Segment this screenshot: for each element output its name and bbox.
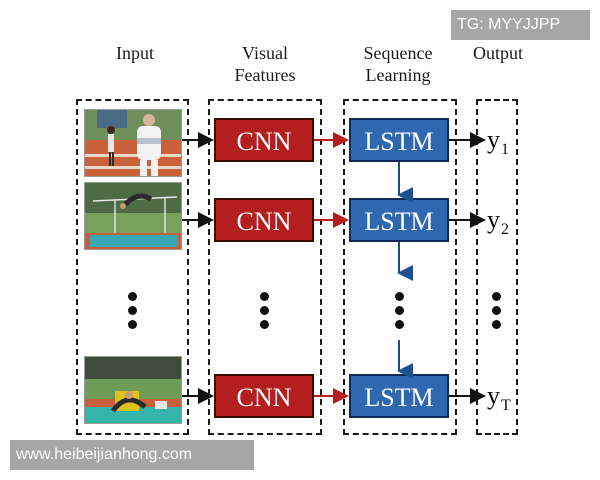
cnn-ellipsis-dots <box>260 292 270 334</box>
sequence-learning-column-heading: Sequence Learning <box>363 43 433 85</box>
visual-features-group-box <box>208 99 322 435</box>
watermark-bottom-left: www.heibeijianhong.com <box>10 440 254 470</box>
watermark-top-right: TG: MYYJJPP <box>451 10 590 40</box>
video-frame-2 <box>84 182 182 250</box>
lstm-block-T: LSTM <box>349 374 449 418</box>
output-ellipsis-dots <box>492 292 502 334</box>
output-group-box <box>476 99 518 435</box>
athletics-frame-image-2 <box>85 183 181 249</box>
cnn-block-1: CNN <box>214 118 314 162</box>
output-y1: y1 <box>487 125 509 158</box>
cnn-block-2: CNN <box>214 198 314 242</box>
athletics-frame-image-T <box>85 357 181 423</box>
output-y2: y2 <box>487 205 509 238</box>
sequence-learning-group-box <box>343 99 457 435</box>
lstm-block-1: LSTM <box>349 118 449 162</box>
athletics-frame-image-1 <box>85 110 181 176</box>
video-frame-1 <box>84 109 182 177</box>
input-ellipsis-dots <box>128 292 138 334</box>
input-group-box <box>76 99 189 435</box>
visual-features-column-heading: Visual Features <box>234 43 296 85</box>
cnn-block-T: CNN <box>214 374 314 418</box>
input-column-heading: Input <box>116 43 154 63</box>
output-yT: yT <box>487 381 511 414</box>
video-frame-T <box>84 356 182 424</box>
lstm-ellipsis-dots <box>395 292 405 334</box>
output-column-heading: Output <box>472 43 523 63</box>
